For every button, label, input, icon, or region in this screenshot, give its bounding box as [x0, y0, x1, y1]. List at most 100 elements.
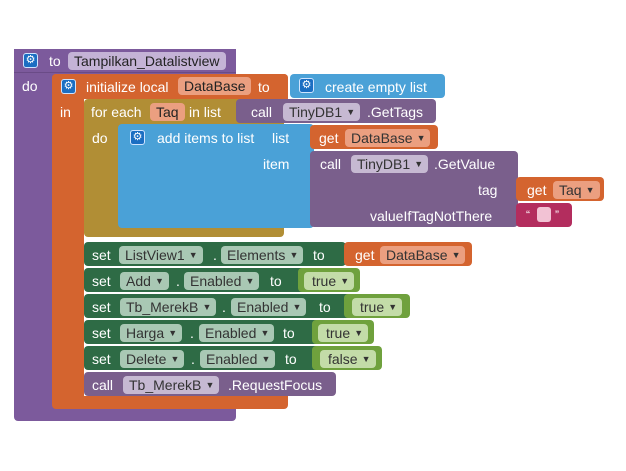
get-database-text: DataBase	[351, 130, 413, 146]
get-database-value-text: DataBase	[386, 247, 448, 263]
setter-property-text: Enabled	[190, 273, 242, 289]
get-database-dropdown[interactable]: DataBase ▼	[345, 129, 431, 147]
setter-dot: .	[213, 247, 217, 263]
get-tags-call-label: call	[251, 104, 273, 120]
setter-to-label: to	[313, 247, 325, 263]
get-value-component-text: TinyDB1	[357, 156, 411, 172]
logic-false-dropdown[interactable]: false ▼	[320, 350, 376, 368]
chevron-down-icon: ▼	[354, 328, 364, 338]
get-value-default-label: valueIfTagNotThere	[370, 208, 493, 224]
setter-component-dropdown[interactable]: Delete ▼	[120, 350, 185, 368]
setter-set-label: set	[92, 351, 111, 367]
setter-property-dropdown[interactable]: Enabled ▼	[184, 272, 260, 290]
for-each-in-list-label: in list	[189, 104, 221, 120]
setter-property-dropdown[interactable]: Enabled ▼	[199, 324, 275, 342]
chevron-down-icon: ▼	[205, 380, 215, 390]
for-each-var-field[interactable]: Taq	[150, 103, 185, 121]
chevron-down-icon: ▼	[361, 354, 371, 364]
get-value-method-label: .GetValue	[434, 156, 496, 172]
chevron-down-icon: ▼	[170, 354, 180, 364]
empty-text-field[interactable]	[537, 207, 551, 222]
logic-true-dropdown[interactable]: true ▼	[352, 298, 403, 316]
logic-true-dropdown[interactable]: true ▼	[318, 324, 369, 342]
get-database-value-get: get	[355, 247, 375, 263]
create-list-gear-icon[interactable]: ⚙	[299, 78, 314, 93]
get-taq-get-label: get	[527, 182, 547, 198]
get-database-get-label: get	[319, 130, 339, 146]
get-value-tag-label: tag	[478, 182, 498, 198]
chevron-down-icon: ▼	[155, 276, 164, 286]
chevron-down-icon: ▼	[261, 354, 271, 364]
chevron-down-icon: ▼	[292, 302, 302, 312]
setter-property-dropdown[interactable]: Enabled ▼	[200, 350, 276, 368]
logic-value-text: false	[328, 351, 358, 367]
setter-property-dropdown[interactable]: Enabled ▼	[231, 298, 307, 316]
setter-to-label: to	[285, 351, 297, 367]
setter-to-label: to	[283, 325, 295, 341]
setter-dot: .	[222, 299, 226, 315]
get-taq-text: Taq	[559, 182, 582, 198]
setter-to-label: to	[319, 299, 331, 315]
chevron-down-icon: ▼	[585, 185, 595, 195]
get-tags-component-dropdown[interactable]: TinyDB1 ▼	[283, 103, 361, 121]
get-taq-dropdown[interactable]: Taq ▼	[553, 181, 600, 199]
setter-component-dropdown[interactable]: Tb_MerekB ▼	[120, 298, 217, 316]
chevron-down-icon: ▼	[260, 328, 270, 338]
chevron-down-icon: ▼	[414, 159, 424, 169]
add-items-block[interactable]	[118, 124, 314, 228]
logic-value-text: true	[312, 273, 337, 289]
setter-set-label: set	[92, 299, 111, 315]
quote-open: “	[526, 208, 530, 222]
setter-component-text: Tb_MerekB	[126, 299, 199, 315]
add-items-list-label: list	[272, 130, 290, 146]
request-focus-component-dropdown[interactable]: Tb_MerekB ▼	[123, 376, 220, 394]
setter-dot: .	[191, 351, 195, 367]
procedure-name-field[interactable]: Tampilkan_Datalistview	[68, 52, 226, 70]
logic-value-text: true	[360, 299, 385, 315]
init-var-name-field[interactable]: DataBase	[178, 77, 252, 95]
chevron-down-icon: ▼	[289, 250, 299, 260]
get-database-value-dropdown[interactable]: DataBase ▼	[380, 246, 466, 264]
setter-property-dropdown[interactable]: Elements ▼	[221, 246, 304, 264]
setter-component-text: Delete	[126, 351, 167, 367]
init-gear-icon[interactable]: ⚙	[61, 79, 76, 94]
create-empty-list-block[interactable]	[290, 74, 445, 98]
setter-property-text: Enabled	[206, 351, 258, 367]
chevron-down-icon: ▼	[451, 250, 461, 260]
chevron-down-icon: ▼	[340, 276, 350, 286]
quote-close: ”	[555, 208, 559, 222]
setter-set-label: set	[92, 325, 111, 341]
logic-true-dropdown[interactable]: true ▼	[304, 272, 355, 290]
chevron-down-icon: ▼	[388, 302, 398, 312]
get-value-call-label: call	[320, 156, 342, 172]
setter-set-label: set	[92, 273, 111, 289]
chevron-down-icon: ▼	[168, 328, 178, 338]
get-tags-component-text: TinyDB1	[289, 104, 343, 120]
for-each-do-label: do	[92, 130, 108, 146]
setter-component-dropdown[interactable]: Add ▼	[120, 272, 169, 290]
logic-value-text: true	[326, 325, 351, 341]
request-focus-component-text: Tb_MerekB	[129, 377, 202, 393]
setter-component-dropdown[interactable]: ListView1 ▼	[119, 246, 203, 264]
add-items-gear-icon[interactable]: ⚙	[130, 130, 145, 145]
procedure-to-label: to	[49, 53, 61, 69]
setter-to-label: to	[270, 273, 282, 289]
for-each-label: for each	[91, 104, 142, 120]
chevron-down-icon: ▼	[416, 133, 426, 143]
setter-dot: .	[176, 273, 180, 289]
get-value-component-dropdown[interactable]: TinyDB1 ▼	[351, 155, 429, 173]
get-tags-method-label: .GetTags	[367, 104, 424, 120]
setter-set-label: set	[92, 247, 111, 263]
init-in-label: in	[60, 104, 71, 120]
init-to-label: to	[258, 79, 270, 95]
chevron-down-icon: ▼	[245, 276, 255, 286]
add-items-label: add items to list	[157, 130, 255, 146]
chevron-down-icon: ▼	[188, 250, 198, 260]
setter-property-text: Elements	[227, 247, 286, 263]
request-focus-method-label: .RequestFocus	[228, 377, 323, 393]
request-focus-call-label: call	[92, 377, 114, 393]
mutator-gear-icon[interactable]: ⚙	[23, 53, 38, 68]
setter-component-dropdown[interactable]: Harga ▼	[120, 324, 183, 342]
setter-component-text: Harga	[126, 325, 165, 341]
init-local-label: initialize local	[86, 79, 169, 95]
